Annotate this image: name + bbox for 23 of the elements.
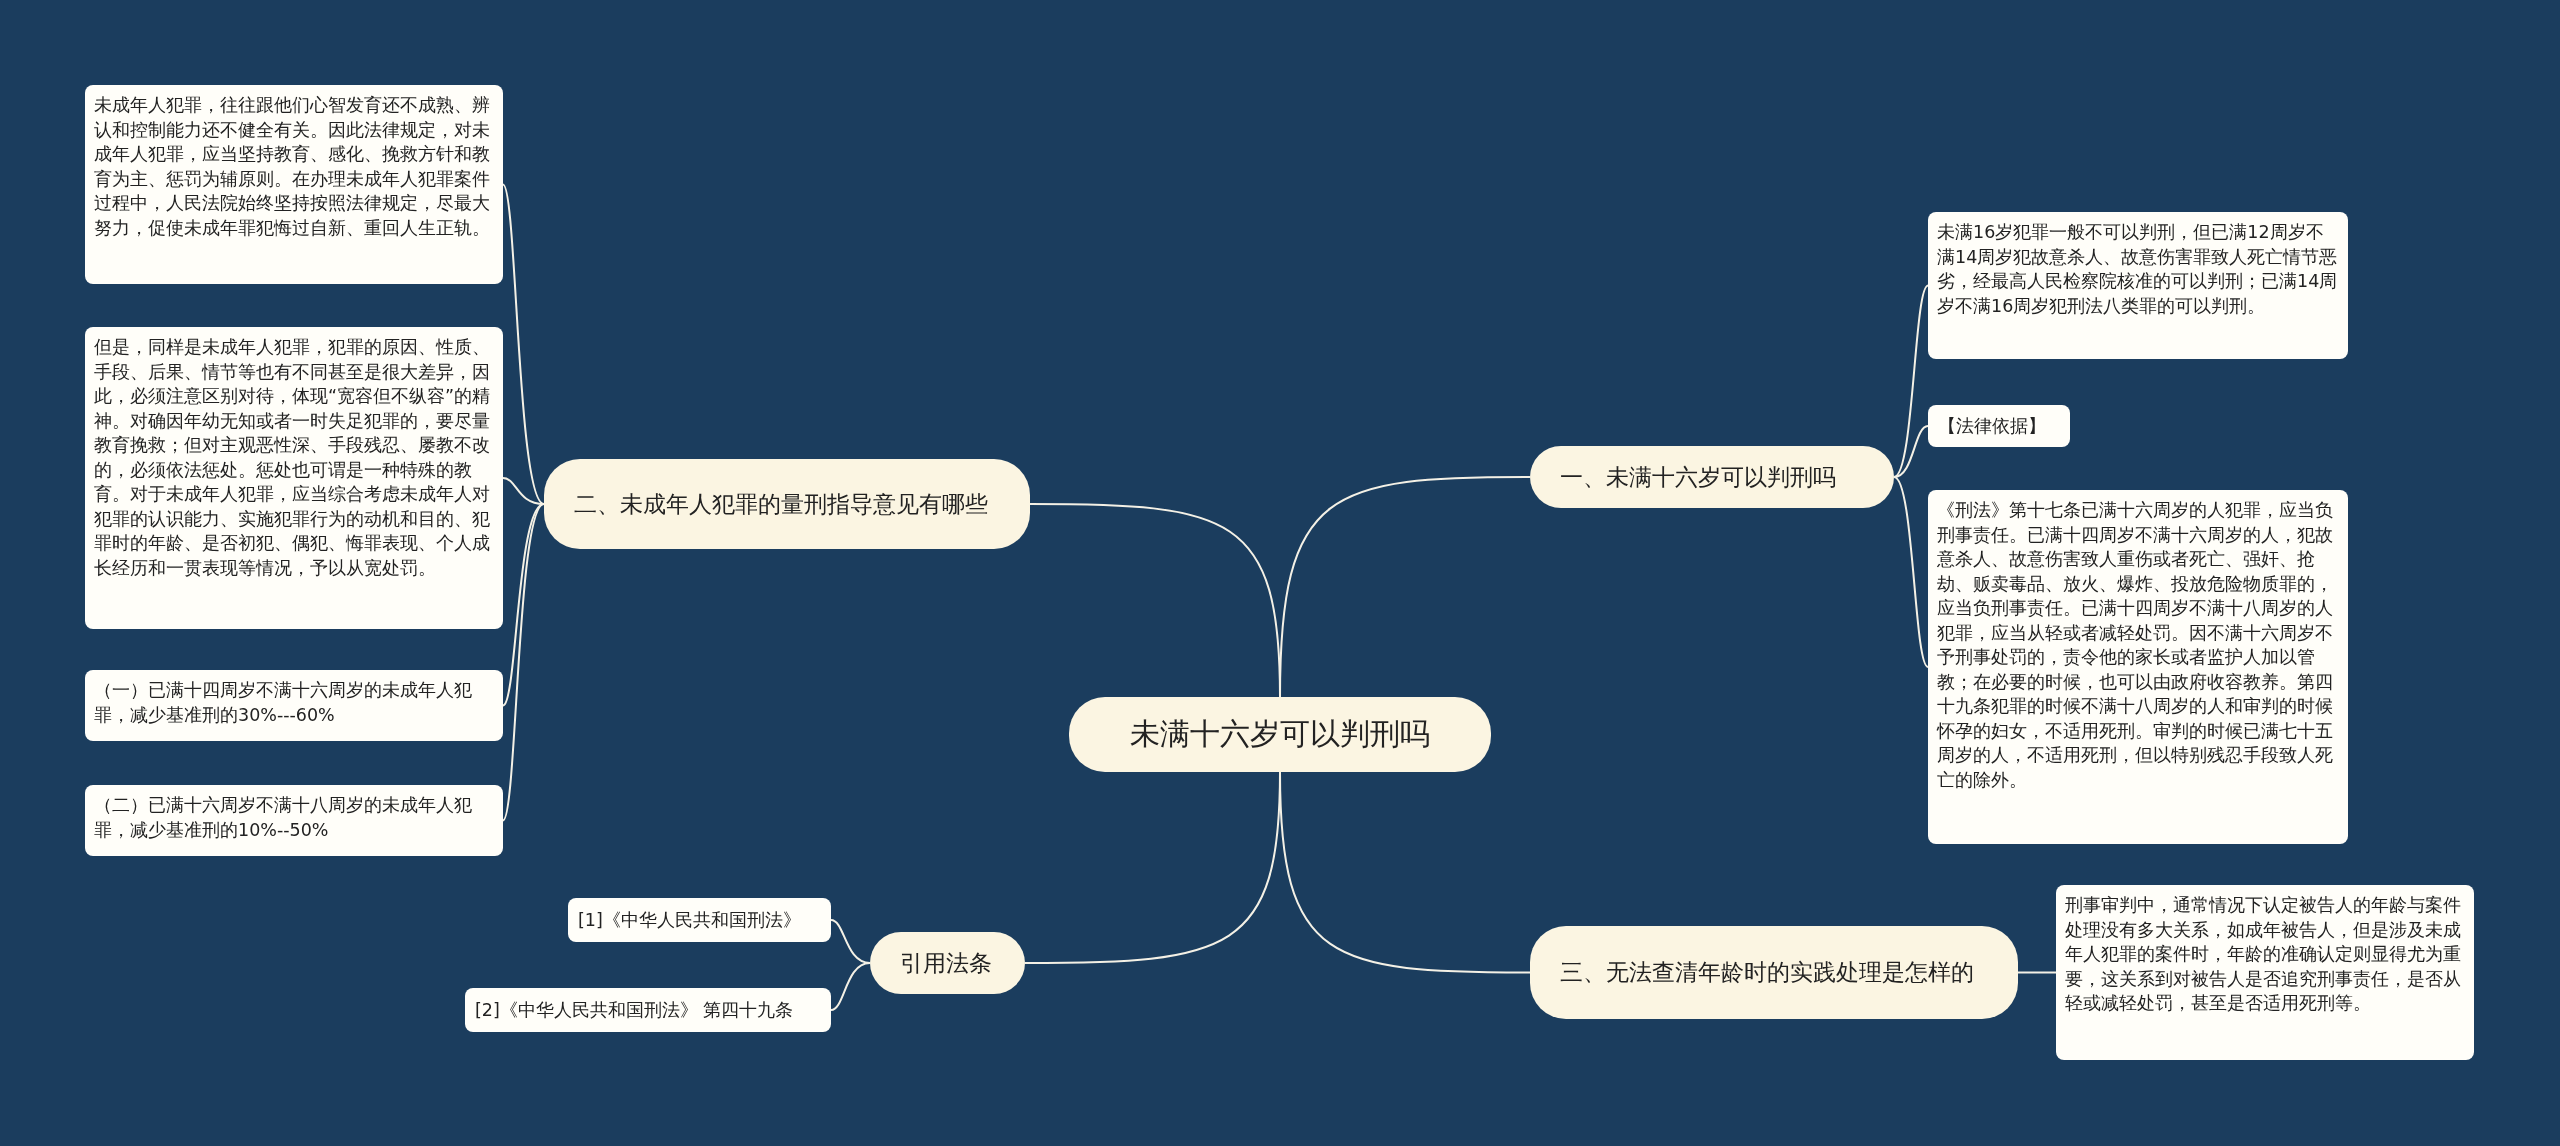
text-card: 未成年人犯罪，往往跟他们心智发育还不成熟、辨认和控制能力还不健全有关。因此法律规定，对未成年人犯罪，应当坚持教育、感化、挽救方针和教育为主、惩罚为辅原则。在办理未成年人犯罪案件过程中，人民法院始终坚持按照法律规定，尽最大努力，促使未成年罪犯悔过自新、重回人生正轨。 <box>85 85 503 284</box>
connector-line <box>502 503 545 822</box>
branch-topic: 三、无法查清年龄时的实践处理是怎样的 <box>1530 926 2018 1019</box>
text-card: （一）已满十四周岁不满十六周岁的未成年人犯罪，减少基准刑的30%---60% <box>85 670 503 741</box>
connector-line <box>1893 476 1929 668</box>
central-topic: 未满十六岁可以判刑吗 <box>1069 697 1491 772</box>
branch-topic: 一、未满十六岁可以判刑吗 <box>1530 446 1894 508</box>
text-card: （二）已满十六周岁不满十八周岁的未成年人犯罪，减少基准刑的10%--50% <box>85 785 503 856</box>
connector-line <box>1893 425 1929 478</box>
reference-card: [1]《中华人民共和国刑法》 <box>568 898 831 942</box>
connector-line <box>502 477 545 505</box>
connector-line <box>2017 971 2057 974</box>
connector-line <box>830 962 871 1011</box>
text-card: 但是，同样是未成年人犯罪，犯罪的原因、性质、手段、后果、情节等也有不同甚至是很大差异，因此，必须注意区别对待，体现“宽容但不纵容”的精神。对确因年幼无知或者一时失足犯罪的，要尽量教育挽救；但对主观恶性深、手段残忍、屡教不改的，必须依法惩处。惩处也可谓是一种特殊的教育。对于未成年人犯罪，应当综合考虑未成年人对犯罪的认识能力、实施犯罪行为的动机和目的、犯罪时的年龄、是否初犯、偶犯、悔罪表现、个人成长经历和一贯表现等情况，予以从宽处罚。 <box>85 327 503 629</box>
branch-topic: 引用法条 <box>870 932 1025 994</box>
reference-card: [2]《中华人民共和国刑法》 第四十九条 <box>465 988 831 1032</box>
text-card: 【法律依据】 <box>1928 405 2070 447</box>
connector-line <box>502 183 545 505</box>
text-card: 刑事审判中，通常情况下认定被告人的年龄与案件处理没有多大关系，如成年被告人，但是涉及未成年人犯罪的案件时，年龄的准确认定则显得尤为重要，这关系到对被告人是否追究刑事责任，是否从轻或减轻处罚，甚至是否适用死刑等。 <box>2056 885 2474 1060</box>
connector-line <box>1893 284 1929 478</box>
text-card: 《刑法》第十七条已满十六周岁的人犯罪，应当负刑事责任。已满十四周岁不满十六周岁的人，犯故意杀人、故意伤害致人重伤或者死亡、强奸、抢劫、贩卖毒品、放火、爆炸、投放危险物质罪的，应当负刑事责任。已满十四周岁不满十八周岁的人犯罪，应当从轻或者减轻处罚。因不满十六周岁不予刑事处罚的，责令他的家长或者监护人加以管教；在必要的时候，也可以由政府收容教养。第四十九条犯罪的时候不满十八周岁的人和审判的时候怀孕的妇女，不适用死刑。审判的时候已满七十五周岁的人，不适用死刑，但以特别残忍手段致人死亡的除外。 <box>1928 490 2348 844</box>
text-card: 未满16岁犯罪一般不可以判刑，但已满12周岁不满14周岁犯故意杀人、故意伤害罪致人死亡情节恶劣，经最高人民检察院核准的可以判刑；已满14周岁不满16周岁犯刑法八类罪的可以判刑。 <box>1928 212 2348 359</box>
branch-topic: 二、未成年人犯罪的量刑指导意见有哪些 <box>544 459 1030 549</box>
